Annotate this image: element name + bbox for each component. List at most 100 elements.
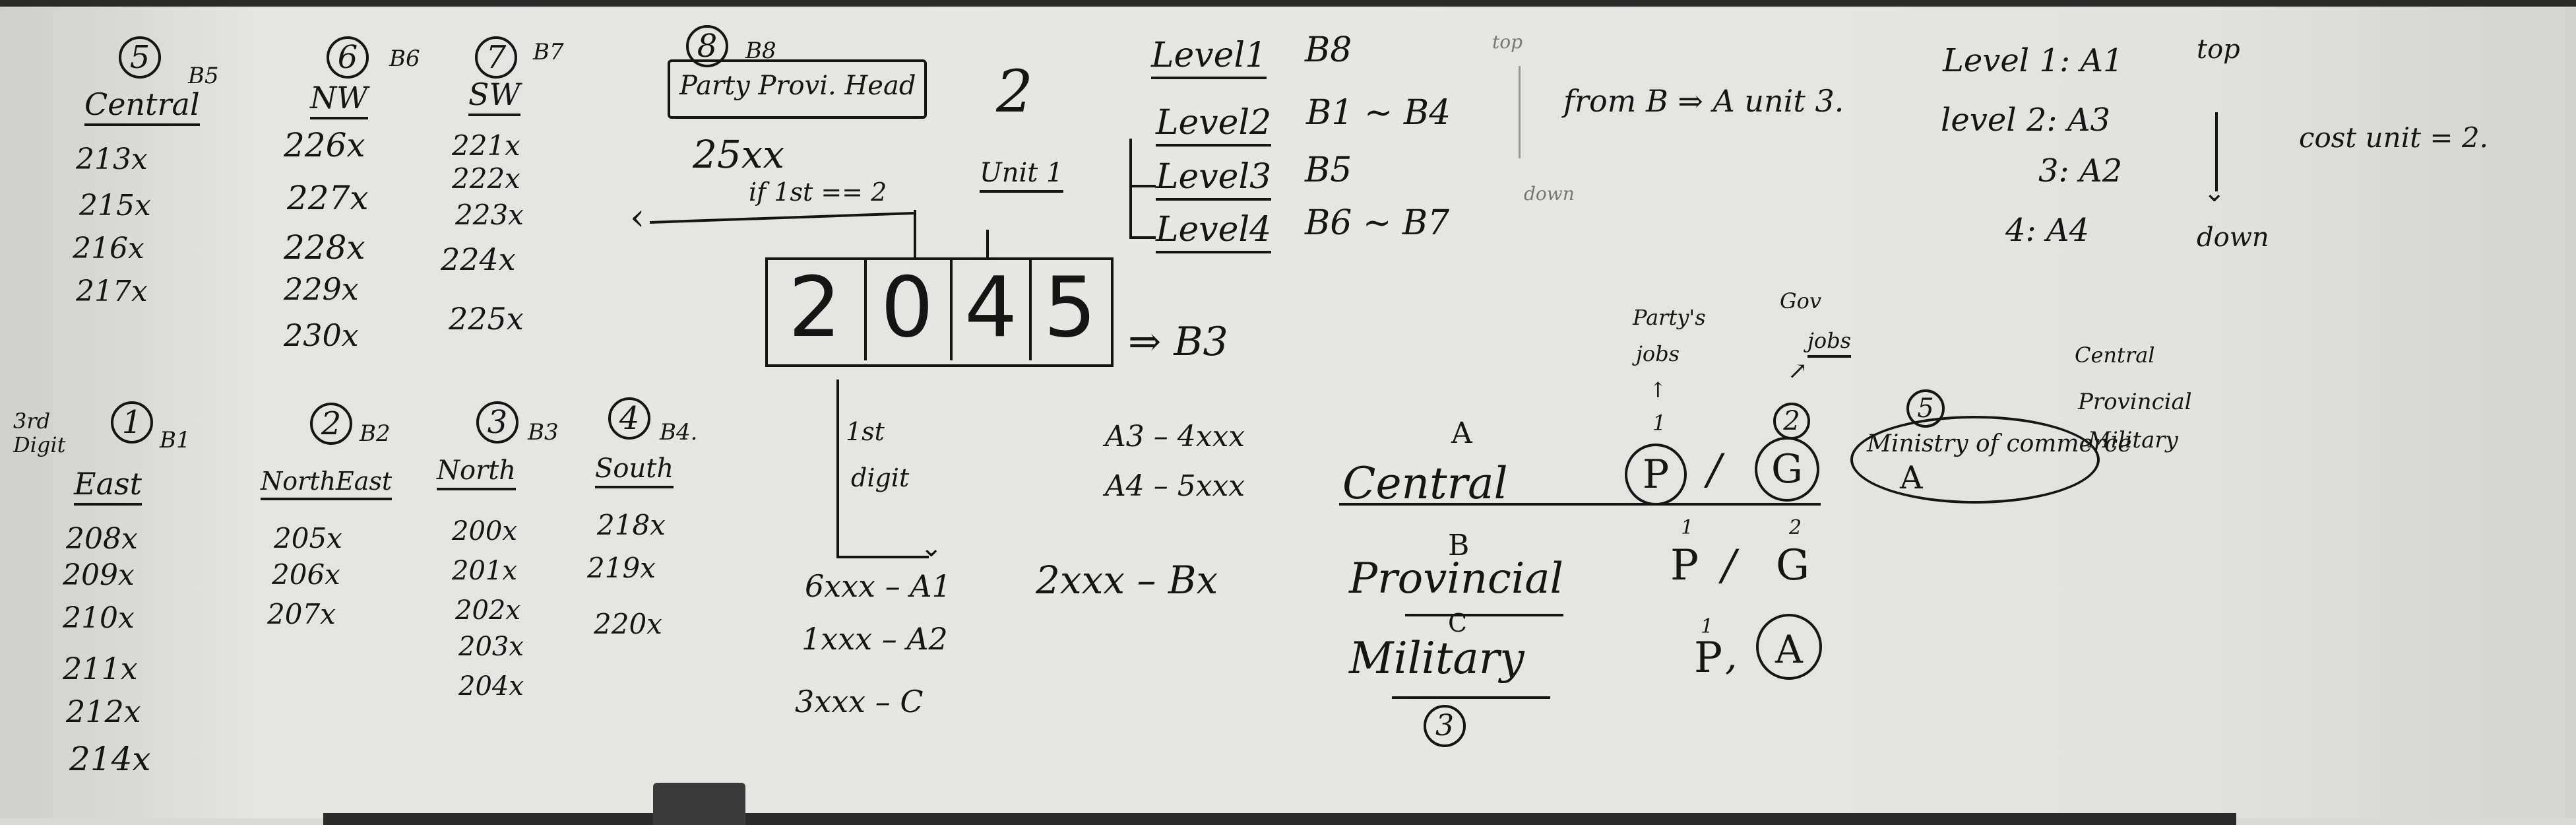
b6-code-5: 230x [284, 317, 359, 353]
b8-label: Party Provi. Head [679, 71, 916, 101]
unit-label: Unit 1 [980, 160, 1063, 193]
digit-3: 4 [964, 259, 1018, 356]
party-jobs-1: Party's [1633, 305, 1706, 330]
digits-result: ⇒ B3 [1128, 319, 1228, 365]
b5-code-4: 217x [76, 275, 148, 308]
right-top: top [2197, 34, 2240, 65]
party-arrow-icon: ↑ [1649, 378, 1667, 403]
right-list-3: Military [2088, 427, 2178, 453]
b6-code-2: 227x [287, 179, 369, 217]
b2-circled-number: 2 [310, 403, 352, 445]
first-digit-bottom [836, 556, 929, 558]
eraser[interactable] [653, 783, 745, 825]
g-num-1: 2 [1773, 403, 1810, 440]
b4-label: South [595, 455, 674, 488]
b6-circled-number: 6 [327, 36, 369, 79]
if-first-note: if 1st == 2 [749, 178, 887, 207]
right-level-3: 3: A2 [2038, 152, 2123, 189]
diagram-military-num: 3 [1424, 705, 1466, 747]
level-1-name: Level1 [1151, 38, 1267, 79]
b2-code-2: 206x [272, 558, 340, 591]
b4-code-2: 219x [587, 552, 656, 584]
p-num-1: 1 [1652, 411, 1666, 436]
b3-code-1: 200x [452, 516, 517, 546]
a-circle-3: A [1756, 614, 1822, 680]
b1-code-2: 209x [63, 558, 135, 592]
b6-label: NW [310, 82, 368, 119]
b8-code: 25xx [693, 132, 785, 177]
right-arrowhead: ⌄ [2203, 178, 2226, 208]
gov-jobs-1: Gov [1780, 288, 1821, 314]
b2-label: NorthEast [261, 469, 393, 500]
cost-unit: cost unit = 2. [2299, 121, 2488, 154]
b2-code-3: 207x [267, 598, 336, 630]
p-circle-1: P [1625, 444, 1687, 506]
b6-code-3: 228x [284, 228, 365, 267]
digit-4: 5 [1044, 259, 1097, 356]
g-2: G [1776, 541, 1810, 590]
b6-code-4: 229x [284, 271, 359, 307]
right-level-2: level 2: A3 [1941, 102, 2111, 139]
b5-code-1: 213x [76, 143, 148, 176]
b3-code-2: 201x [452, 556, 517, 586]
b7-code-3: 223x [455, 199, 524, 231]
top-down-arrow [1519, 66, 1521, 158]
b1-code-1: 208x [66, 522, 138, 556]
party-jobs-2: jobs [1636, 341, 1680, 366]
level-1-value: B8 [1305, 30, 1352, 70]
b7-code-4: 224x [441, 242, 516, 277]
b6-code-1: 226x [284, 126, 365, 164]
down-small: down [1524, 183, 1575, 205]
rule-a2: 1xxx – A2 [801, 621, 948, 657]
b4-circled-number: 4 [608, 397, 650, 440]
digit-divider-1 [864, 259, 867, 360]
b7-label: SW [468, 79, 520, 116]
b3-code-5: 204x [458, 671, 524, 702]
b4-code-1: 218x [597, 509, 666, 541]
p-3: P [1694, 634, 1723, 682]
diagram-military: Military [1349, 633, 1524, 684]
b8-tag: B8 [745, 38, 776, 64]
diagram-central: Central [1342, 458, 1508, 509]
gov-jobs-2: jobs [1807, 330, 1852, 358]
ministry-a: A [1900, 459, 1923, 496]
b8-two: 2 [996, 57, 1033, 125]
b8-circled-number: 8 [686, 25, 728, 67]
level-4-name: Level4 [1156, 213, 1272, 253]
right-level-1: Level 1: A1 [1943, 42, 2123, 79]
first-digit-label1: 1st [846, 417, 885, 446]
g-circle-1: G [1755, 437, 1819, 502]
digit-1: 2 [788, 259, 842, 356]
diagram-b: B [1448, 529, 1470, 562]
b4-code-3: 220x [594, 608, 662, 640]
right-list-1: Central [2075, 343, 2155, 368]
arrow-left-shaft [650, 212, 914, 224]
b1-code-4: 211x [63, 651, 138, 686]
arrow-left-head: ‹ [630, 196, 645, 239]
right-level-4: 4: A4 [2005, 212, 2090, 249]
b1-code-6: 214x [69, 740, 151, 778]
diagram-c: C [1448, 609, 1468, 638]
b7-code-2: 222x [452, 162, 520, 195]
b5-tag: B5 [188, 63, 219, 89]
diagram-central-line [1339, 503, 1821, 506]
level-4-value: B6 ~ B7 [1305, 203, 1450, 243]
b5-code-3: 216x [73, 232, 144, 265]
level-2-value: B1 ~ B4 [1306, 93, 1451, 133]
comma-3: , [1725, 634, 1738, 678]
b3-tag: B3 [528, 419, 559, 446]
p-2: P [1670, 541, 1699, 590]
levels-bracket [1129, 139, 1132, 238]
digit-box [765, 257, 1114, 367]
unit-tick [986, 230, 989, 259]
b5-label: Central [84, 89, 200, 126]
rule-a4: A4 – 5xxx [1105, 469, 1245, 503]
p-num-2: 1 [1681, 516, 1694, 539]
p-num-3: 1 [1701, 615, 1714, 638]
b6-tag: B6 [389, 46, 420, 72]
b5-code-2: 215x [79, 189, 151, 222]
first-digit-arrow: ⌄ [920, 533, 943, 563]
b1-code-3: 210x [63, 601, 135, 635]
b8-label-box [668, 59, 927, 119]
